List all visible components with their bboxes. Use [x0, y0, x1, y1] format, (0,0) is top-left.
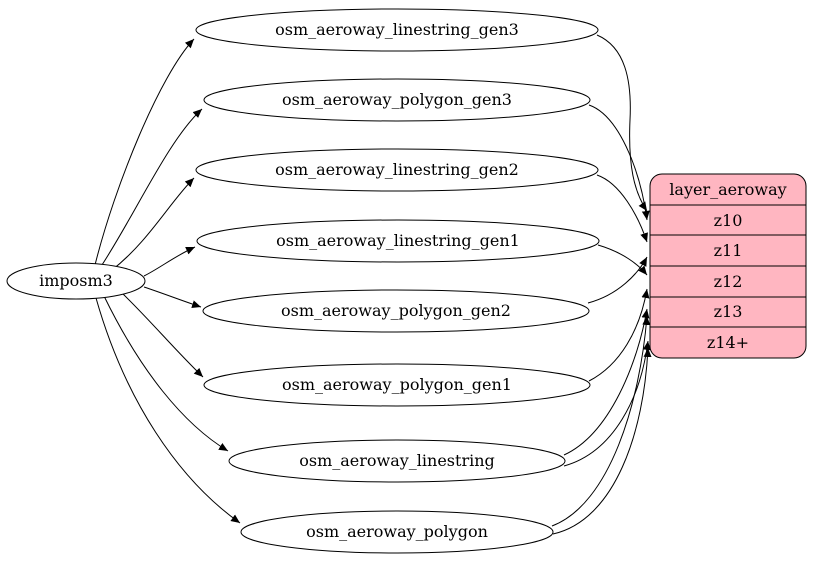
node-osm-aeroway-polygon-gen3: osm_aeroway_polygon_gen3 [203, 78, 591, 122]
node-osm-aeroway-linestring-gen1: osm_aeroway_linestring_gen1 [196, 219, 600, 263]
edge-imposm3-osm-aeroway-polygon [95, 297, 241, 524]
osm-aeroway-linestring-gen1-label: osm_aeroway_linestring_gen1 [276, 231, 520, 250]
layer-row-z13: z13 [714, 302, 743, 321]
node-imposm3: imposm3 [6, 262, 146, 300]
edge-osm-aeroway-linestring-gen2-z11 [596, 174, 648, 243]
node-osm-aeroway-polygon-gen1: osm_aeroway_polygon_gen1 [203, 363, 591, 407]
osm-aeroway-linestring-gen2-ellipse [195, 148, 599, 192]
osm-aeroway-polygon-label: osm_aeroway_polygon [306, 522, 488, 541]
osm-aeroway-polygon-gen2-label: osm_aeroway_polygon_gen2 [281, 301, 511, 320]
osm-aeroway-polygon-gen1-label: osm_aeroway_polygon_gen1 [282, 375, 512, 394]
imposm3-label: imposm3 [39, 271, 113, 290]
layer-row-z11: z11 [714, 241, 743, 260]
edge-osm-aeroway-linestring-gen1-z12 [597, 244, 648, 276]
node-osm-aeroway-polygon-gen2: osm_aeroway_polygon_gen2 [202, 289, 590, 333]
layer-aeroway-title: layer_aeroway [669, 180, 786, 199]
node-osm-aeroway-linestring-gen2: osm_aeroway_linestring_gen2 [195, 148, 599, 192]
osm-aeroway-polygon-gen3-label: osm_aeroway_polygon_gen3 [282, 90, 512, 109]
layer-row-z12: z12 [714, 272, 743, 291]
node-osm-aeroway-linestring-gen3: osm_aeroway_linestring_gen3 [195, 8, 599, 52]
edge-osm-aeroway-linestring-gen3-z10 [596, 34, 648, 212]
layer-row-z14plus: z14+ [707, 333, 749, 352]
osm-aeroway-linestring-ellipse [228, 439, 566, 483]
edge-osm-aeroway-polygon-z13 [551, 315, 651, 527]
edge-osm-aeroway-linestring-z13 [563, 308, 650, 456]
edge-imposm3-osm-aeroway-polygon-gen2 [143, 286, 202, 308]
osm-aeroway-linestring-gen3-ellipse [195, 8, 599, 52]
edge-osm-aeroway-polygon-gen1-z12 [588, 288, 650, 382]
osm-aeroway-polygon-gen3-ellipse [203, 78, 591, 122]
edge-imposm3-osm-aeroway-linestring-gen1 [143, 246, 196, 277]
edge-imposm3-osm-aeroway-linestring [103, 295, 229, 452]
osm-aeroway-linestring-gen3-label: osm_aeroway_linestring_gen3 [275, 20, 519, 39]
edge-imposm3-osm-aeroway-linestring-gen2 [111, 177, 195, 271]
edge-imposm3-osm-aeroway-polygon-gen1 [121, 292, 204, 378]
edge-osm-aeroway-polygon-gen3-z10 [588, 104, 650, 221]
edge-osm-aeroway-linestring-z14plus [563, 340, 651, 467]
node-osm-aeroway-linestring: osm_aeroway_linestring [228, 439, 566, 483]
edge-osm-aeroway-polygon-z14plus [552, 347, 652, 535]
layer-row-z10: z10 [714, 211, 743, 230]
edge-imposm3-osm-aeroway-polygon-gen3 [99, 108, 203, 269]
edge-osm-aeroway-polygon-gen2-z11 [587, 256, 648, 304]
edge-imposm3-osm-aeroway-linestring-gen3 [94, 38, 195, 266]
osm-aeroway-polygon-ellipse [240, 510, 554, 554]
edges-to-layer [551, 34, 652, 535]
node-layer-aeroway: layer_aeroway z10 z11 z12 z13 z14+ [649, 173, 807, 359]
imposm3-ellipse [6, 262, 146, 300]
node-osm-aeroway-polygon: osm_aeroway_polygon [240, 510, 554, 554]
osm-aeroway-polygon-gen1-ellipse [203, 363, 591, 407]
edges-from-source [94, 38, 241, 524]
osm-aeroway-linestring-gen1-ellipse [196, 219, 600, 263]
osm-aeroway-linestring-gen2-label: osm_aeroway_linestring_gen2 [275, 160, 519, 179]
osm-aeroway-polygon-gen2-ellipse [202, 289, 590, 333]
osm-aeroway-linestring-label: osm_aeroway_linestring [299, 451, 495, 470]
